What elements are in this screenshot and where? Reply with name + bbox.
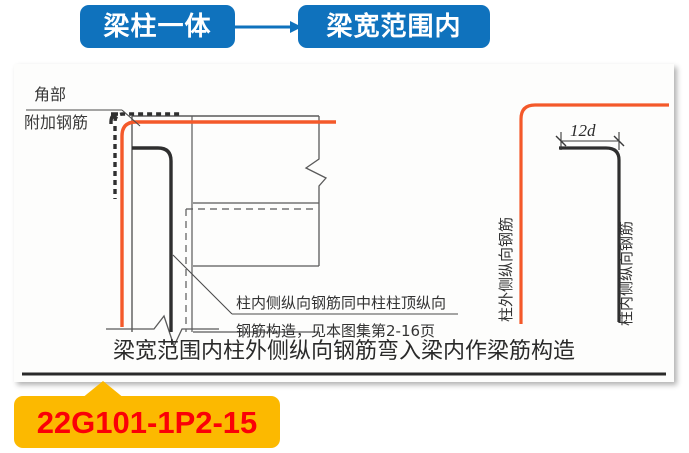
flow-box-target-label: 梁宽范围内 [326, 11, 462, 42]
corner-rebar-label-line1: 角部 [34, 85, 66, 104]
beam-outline [131, 115, 319, 333]
drawing-caption: 梁宽范围内柱外侧纵向钢筋弯入梁内作梁筋构造 [113, 339, 575, 364]
flow-box-source-label: 梁柱一体 [103, 11, 212, 42]
right-vertical-label-inner: 柱内侧纵向钢筋 [617, 221, 635, 326]
arrow-right-icon [232, 21, 302, 33]
rebar-detail-drawing: 角部 附加钢筋 柱内侧纵向钢筋同中柱柱顶纵向 钢筋构造，见本图集第2-16页 1… [22, 85, 669, 376]
corner-additional-rebar [109, 112, 182, 199]
code-badge[interactable]: 22G101-1P2-15 [14, 396, 280, 448]
code-badge-label: 22G101-1P2-15 [36, 404, 258, 440]
column-break-line-icon [106, 314, 219, 348]
corner-rebar-leader-line [26, 109, 141, 127]
right-outer-bar [519, 103, 669, 324]
center-annotation-line1: 柱内侧纵向钢筋同中柱柱顶纵向 [236, 294, 446, 312]
right-vertical-label-outer: 柱外侧纵向钢筋 [497, 217, 515, 322]
flow-box-target[interactable]: 梁宽范围内 [298, 5, 490, 48]
flow-banner: 梁柱一体 梁宽范围内 [0, 0, 689, 58]
structural-drawing-panel: 角部 附加钢筋 柱内侧纵向钢筋同中柱柱顶纵向 钢筋构造，见本图集第2-16页 1… [14, 64, 674, 382]
flow-box-source[interactable]: 梁柱一体 [80, 5, 235, 48]
beam-break-line-icon [304, 116, 328, 266]
dimension-12d [555, 132, 625, 150]
corner-rebar-label-line2: 附加钢筋 [24, 113, 88, 132]
center-annotation-leader-line [172, 254, 458, 315]
right-inner-bar [559, 146, 621, 322]
code-badge-callout[interactable]: 22G101-1P2-15 [14, 381, 304, 453]
center-annotation-line2: 钢筋构造，见本图集第2-16页 [236, 322, 435, 340]
inner-column-longitudinal-bar [132, 146, 173, 332]
dimension-12d-label: 12d [570, 121, 596, 140]
